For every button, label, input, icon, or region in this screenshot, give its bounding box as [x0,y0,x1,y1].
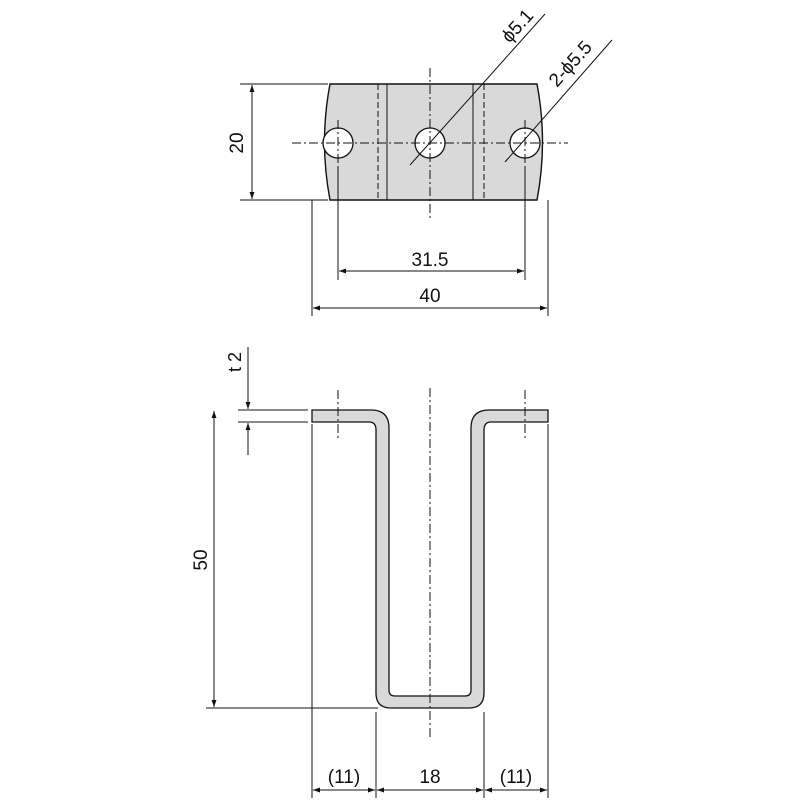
dim-holes-side: 2-ϕ5.5 [545,37,597,91]
dim-right-11: (11) [500,767,532,788]
leader-center-hole [409,13,546,166]
dim-thickness-t2: t 2 [225,352,245,372]
top-view: 20 ϕ5.1 2-ϕ5.5 31.5 40 [227,6,613,316]
side-view: t 2 50 (11) 18 (11) [191,347,549,798]
dim-middle-18: 18 [419,767,440,788]
dim-height-50: 50 [191,549,212,570]
dim-left-11: (11) [328,767,360,788]
dim-height-20: 20 [227,132,248,153]
dim-width-40: 40 [419,286,440,307]
dim-pitch-31-5: 31.5 [412,250,449,271]
dim-hole-center: ϕ5.1 [498,6,538,48]
bracket-profile [311,409,549,709]
leader-side-holes [504,39,613,163]
